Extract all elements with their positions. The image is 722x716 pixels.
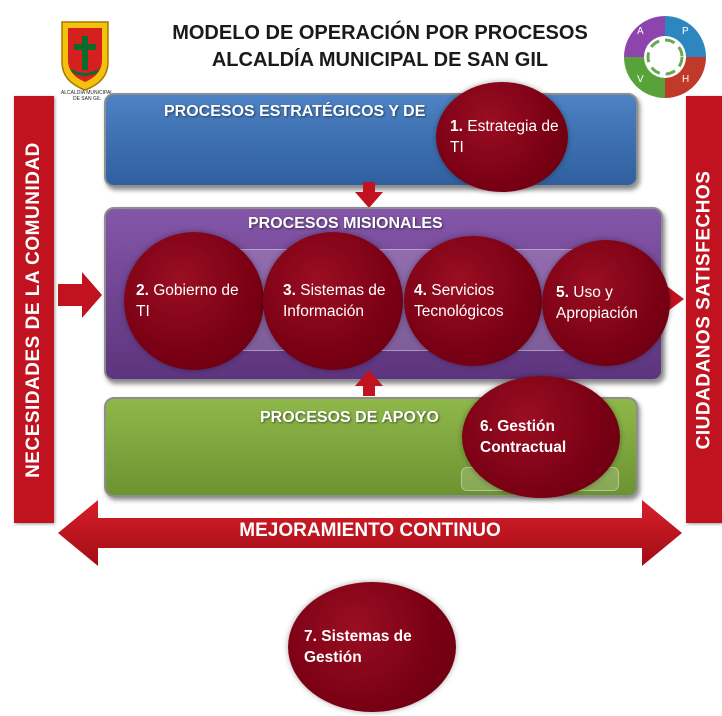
logo-caption-line1: ALCALDÍA MUNICIPAL [60,90,114,96]
process-circle-contract-management: 6. Gestión Contractual [462,376,620,498]
input-arrow [58,272,102,318]
logo-caption-line2: DE SAN GIL [72,96,102,102]
circle-6-text: Gestión Contractual [480,418,567,456]
process-circle-management-systems: 7. Sistemas de Gestión [288,582,456,712]
circle-1-number: 1. [450,118,463,135]
process-circle-governance: 2. Gobierno de TI [124,232,264,370]
phva-label-a: A [637,26,644,37]
phva-label-h: H [682,74,690,85]
missional-processes-label: PROCESOS MISIONALES [248,215,443,232]
continuous-improvement-arrow [58,500,682,566]
circle-4-text: Servicios Tecnológicos [414,282,504,320]
support-processes-label: PROCESOS DE APOYO [260,409,439,426]
process-circle-information-systems: 3. Sistemas de Información [263,232,403,370]
circle-4-number: 4. [414,282,427,299]
circle-5-number: 5. [556,284,569,301]
circle-7-number: 7. [304,628,317,645]
circle-5-text: Uso y Apropiación [556,284,638,322]
phva-label-v: V [637,74,644,85]
support-to-missional-arrow [355,370,383,396]
strategic-to-missional-arrow [355,182,383,208]
process-circle-use-appropriation: 5. Uso y Apropiación [542,240,670,366]
circle-2-number: 2. [136,282,149,299]
circle-2-text: Gobierno de TI [136,282,239,320]
circle-7-text: Sistemas de Gestión [304,628,412,666]
process-circle-tech-services: 4. Servicios Tecnológicos [404,236,542,366]
municipal-shield-logo: ALCALDÍA MUNICIPAL DE SAN GIL [50,18,130,102]
phva-label-p: P [682,26,689,37]
community-needs-label: NECESIDADES DE LA COMUNIDAD [23,141,45,478]
strategic-processes-label: PROCESOS ESTRATÉGICOS Y DE [164,103,426,120]
community-needs-bar: NECESIDADES DE LA COMUNIDAD [14,96,54,523]
circle-3-text: Sistemas de Información [283,282,386,320]
satisfied-citizens-bar: CIUDADANOS SATISFECHOS [686,96,722,523]
diagram-title-line2: ALCALDÍA MUNICIPAL DE SAN GIL [211,49,549,71]
diagram-title-line1: MODELO DE OPERACIÓN POR PROCESOS [172,22,588,44]
process-circle-strategy: 1. Estrategia de TI [436,82,568,192]
phva-cycle-icon: A P H V [622,14,708,100]
circle-1-text: Estrategia de TI [450,118,559,156]
circle-6-number: 6. [480,418,493,435]
continuous-improvement-label: MEJORAMIENTO CONTINUO [239,520,501,541]
circle-3-number: 3. [283,282,296,299]
satisfied-citizens-label: CIUDADANOS SATISFECHOS [693,170,714,449]
